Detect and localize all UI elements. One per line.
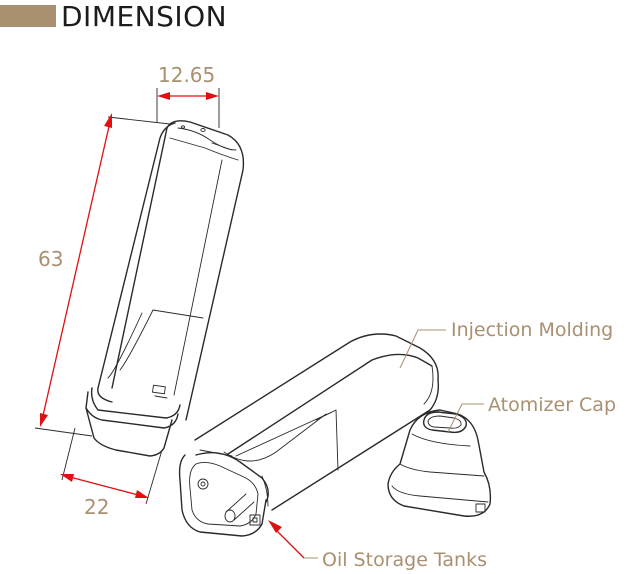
device-lying — [178, 333, 440, 537]
callout-atomizer-cap-label: Atomizer Cap — [488, 394, 616, 416]
dimension-width-label: 12.65 — [158, 63, 215, 87]
callout-injection-molding-label: Injection Molding — [451, 319, 613, 341]
dimension-width: 12.65 — [156, 63, 220, 128]
callout-injection-molding: Injection Molding — [399, 319, 613, 369]
header-accent-bar — [0, 5, 56, 27]
device-upright — [85, 120, 245, 457]
dimension-height: 63 — [34, 113, 171, 437]
dimension-height-label: 63 — [38, 247, 63, 271]
callout-oil-storage-tanks-label: Oil Storage Tanks — [322, 549, 487, 571]
dimension-depth-label: 22 — [84, 495, 109, 519]
page-title: DIMENSION — [61, 0, 227, 33]
atomizer-cap — [387, 409, 492, 517]
header: DIMENSION — [0, 0, 227, 33]
callout-oil-storage-tanks: Oil Storage Tanks — [268, 520, 487, 571]
dimension-depth: 22 — [60, 427, 163, 519]
callout-atomizer-cap: Atomizer Cap — [447, 394, 616, 433]
